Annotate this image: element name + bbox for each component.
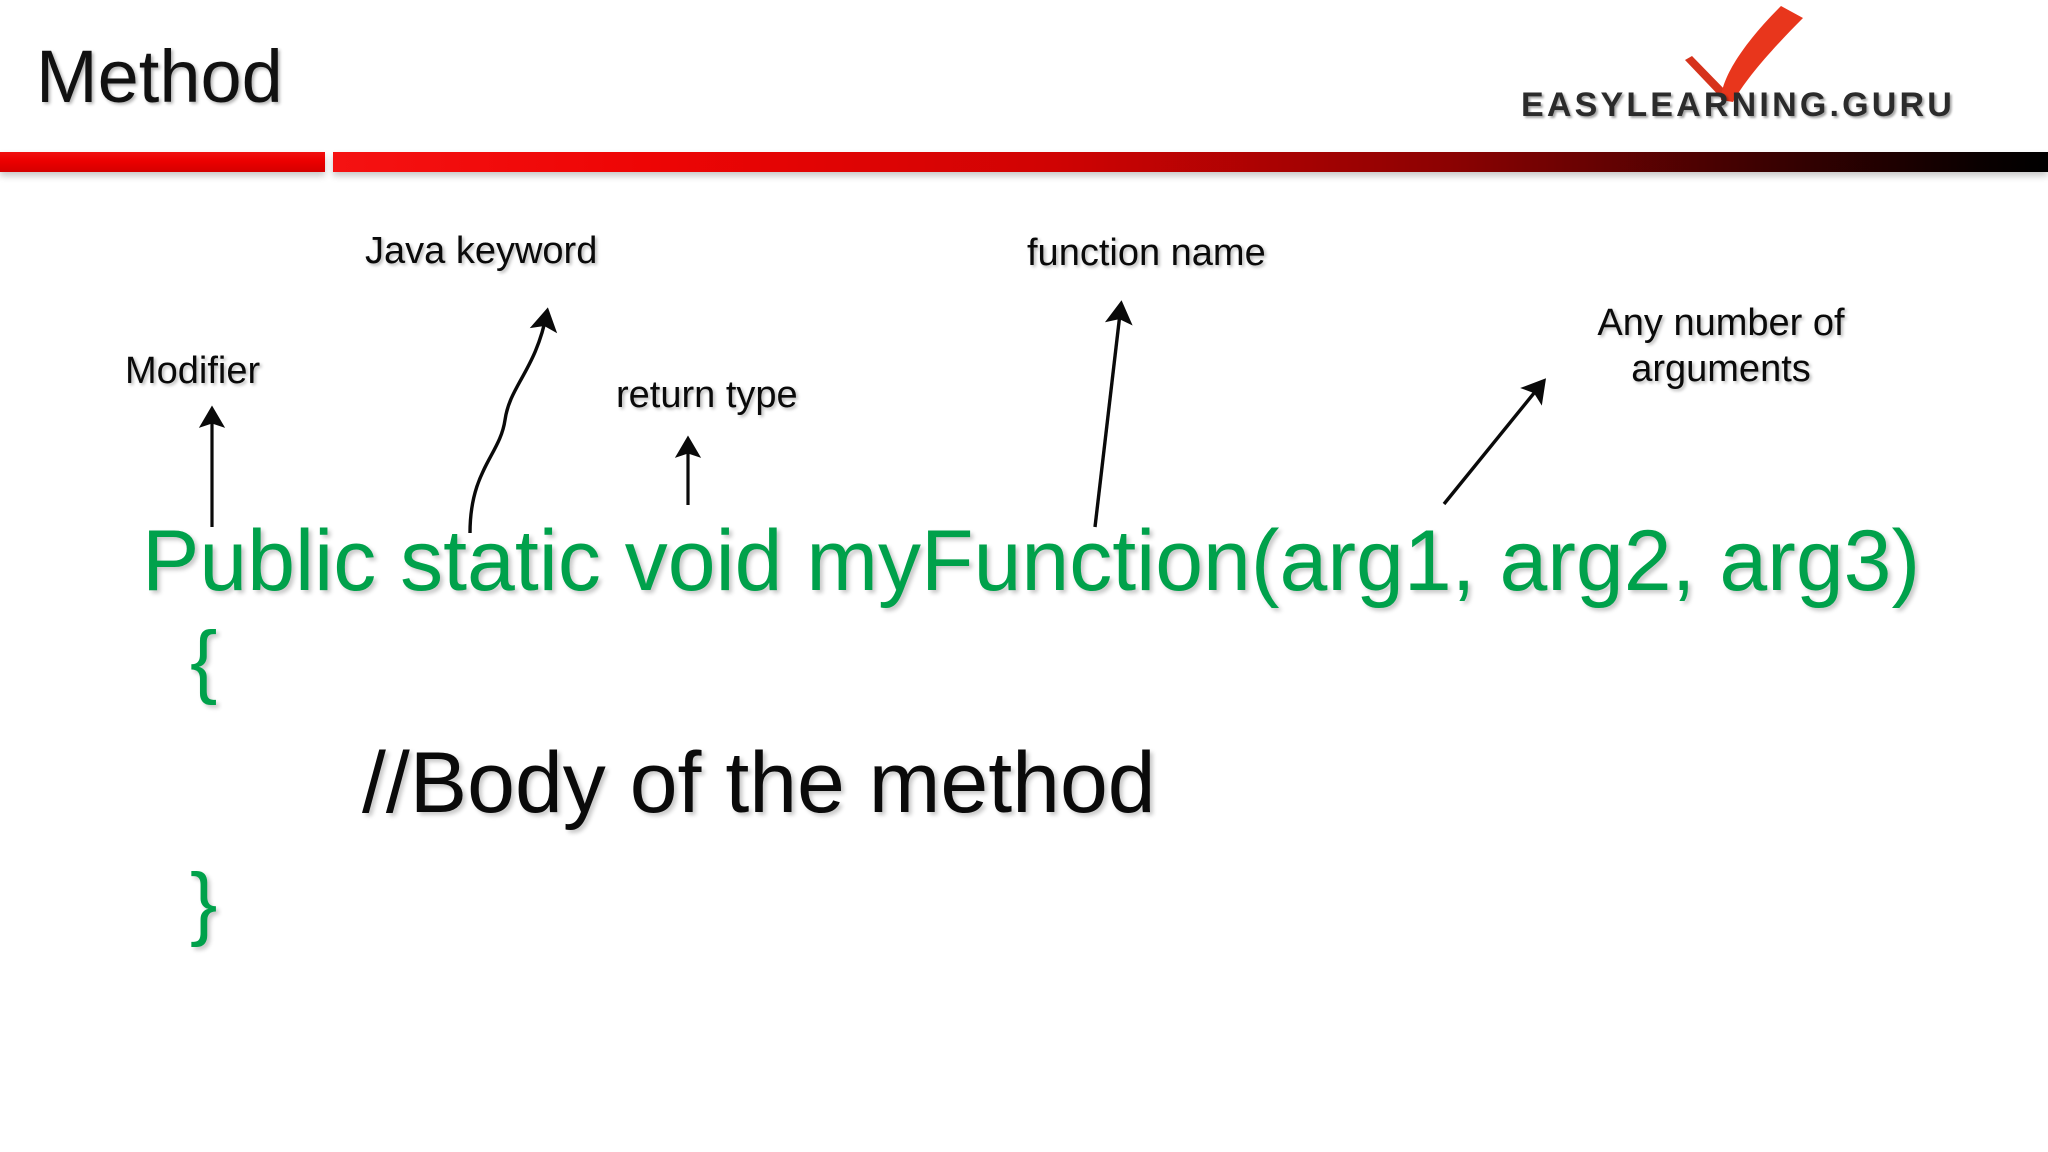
callout-label-java-keyword: Java keyword	[365, 230, 598, 272]
callout-label-return-type: return type	[616, 374, 798, 416]
code-close-brace: }	[190, 857, 218, 948]
callout-label-function-name: function name	[1027, 232, 1266, 274]
code-method-signature: Public static void myFunction(arg1, arg2…	[142, 513, 1921, 609]
header-rule-left-segment	[0, 152, 325, 172]
header-rule-right-segment	[333, 152, 2048, 172]
page-title: Method	[36, 35, 283, 118]
callout-label-arguments-line2: arguments	[1631, 348, 1811, 391]
callout-label-modifier: Modifier	[125, 350, 261, 392]
checkmark-icon	[1685, 6, 1803, 102]
code-body-comment: //Body of the method	[362, 735, 1156, 831]
callout-label-arguments: Any number of arguments	[1556, 300, 1886, 393]
brand-logo-text: EASYLEARNING.GURU	[1520, 86, 1956, 124]
code-open-brace: {	[190, 615, 218, 706]
brand-logo: EASYLEARNING.GURU	[1440, 2, 2030, 128]
callout-label-arguments-line1: Any number of	[1597, 302, 1845, 344]
